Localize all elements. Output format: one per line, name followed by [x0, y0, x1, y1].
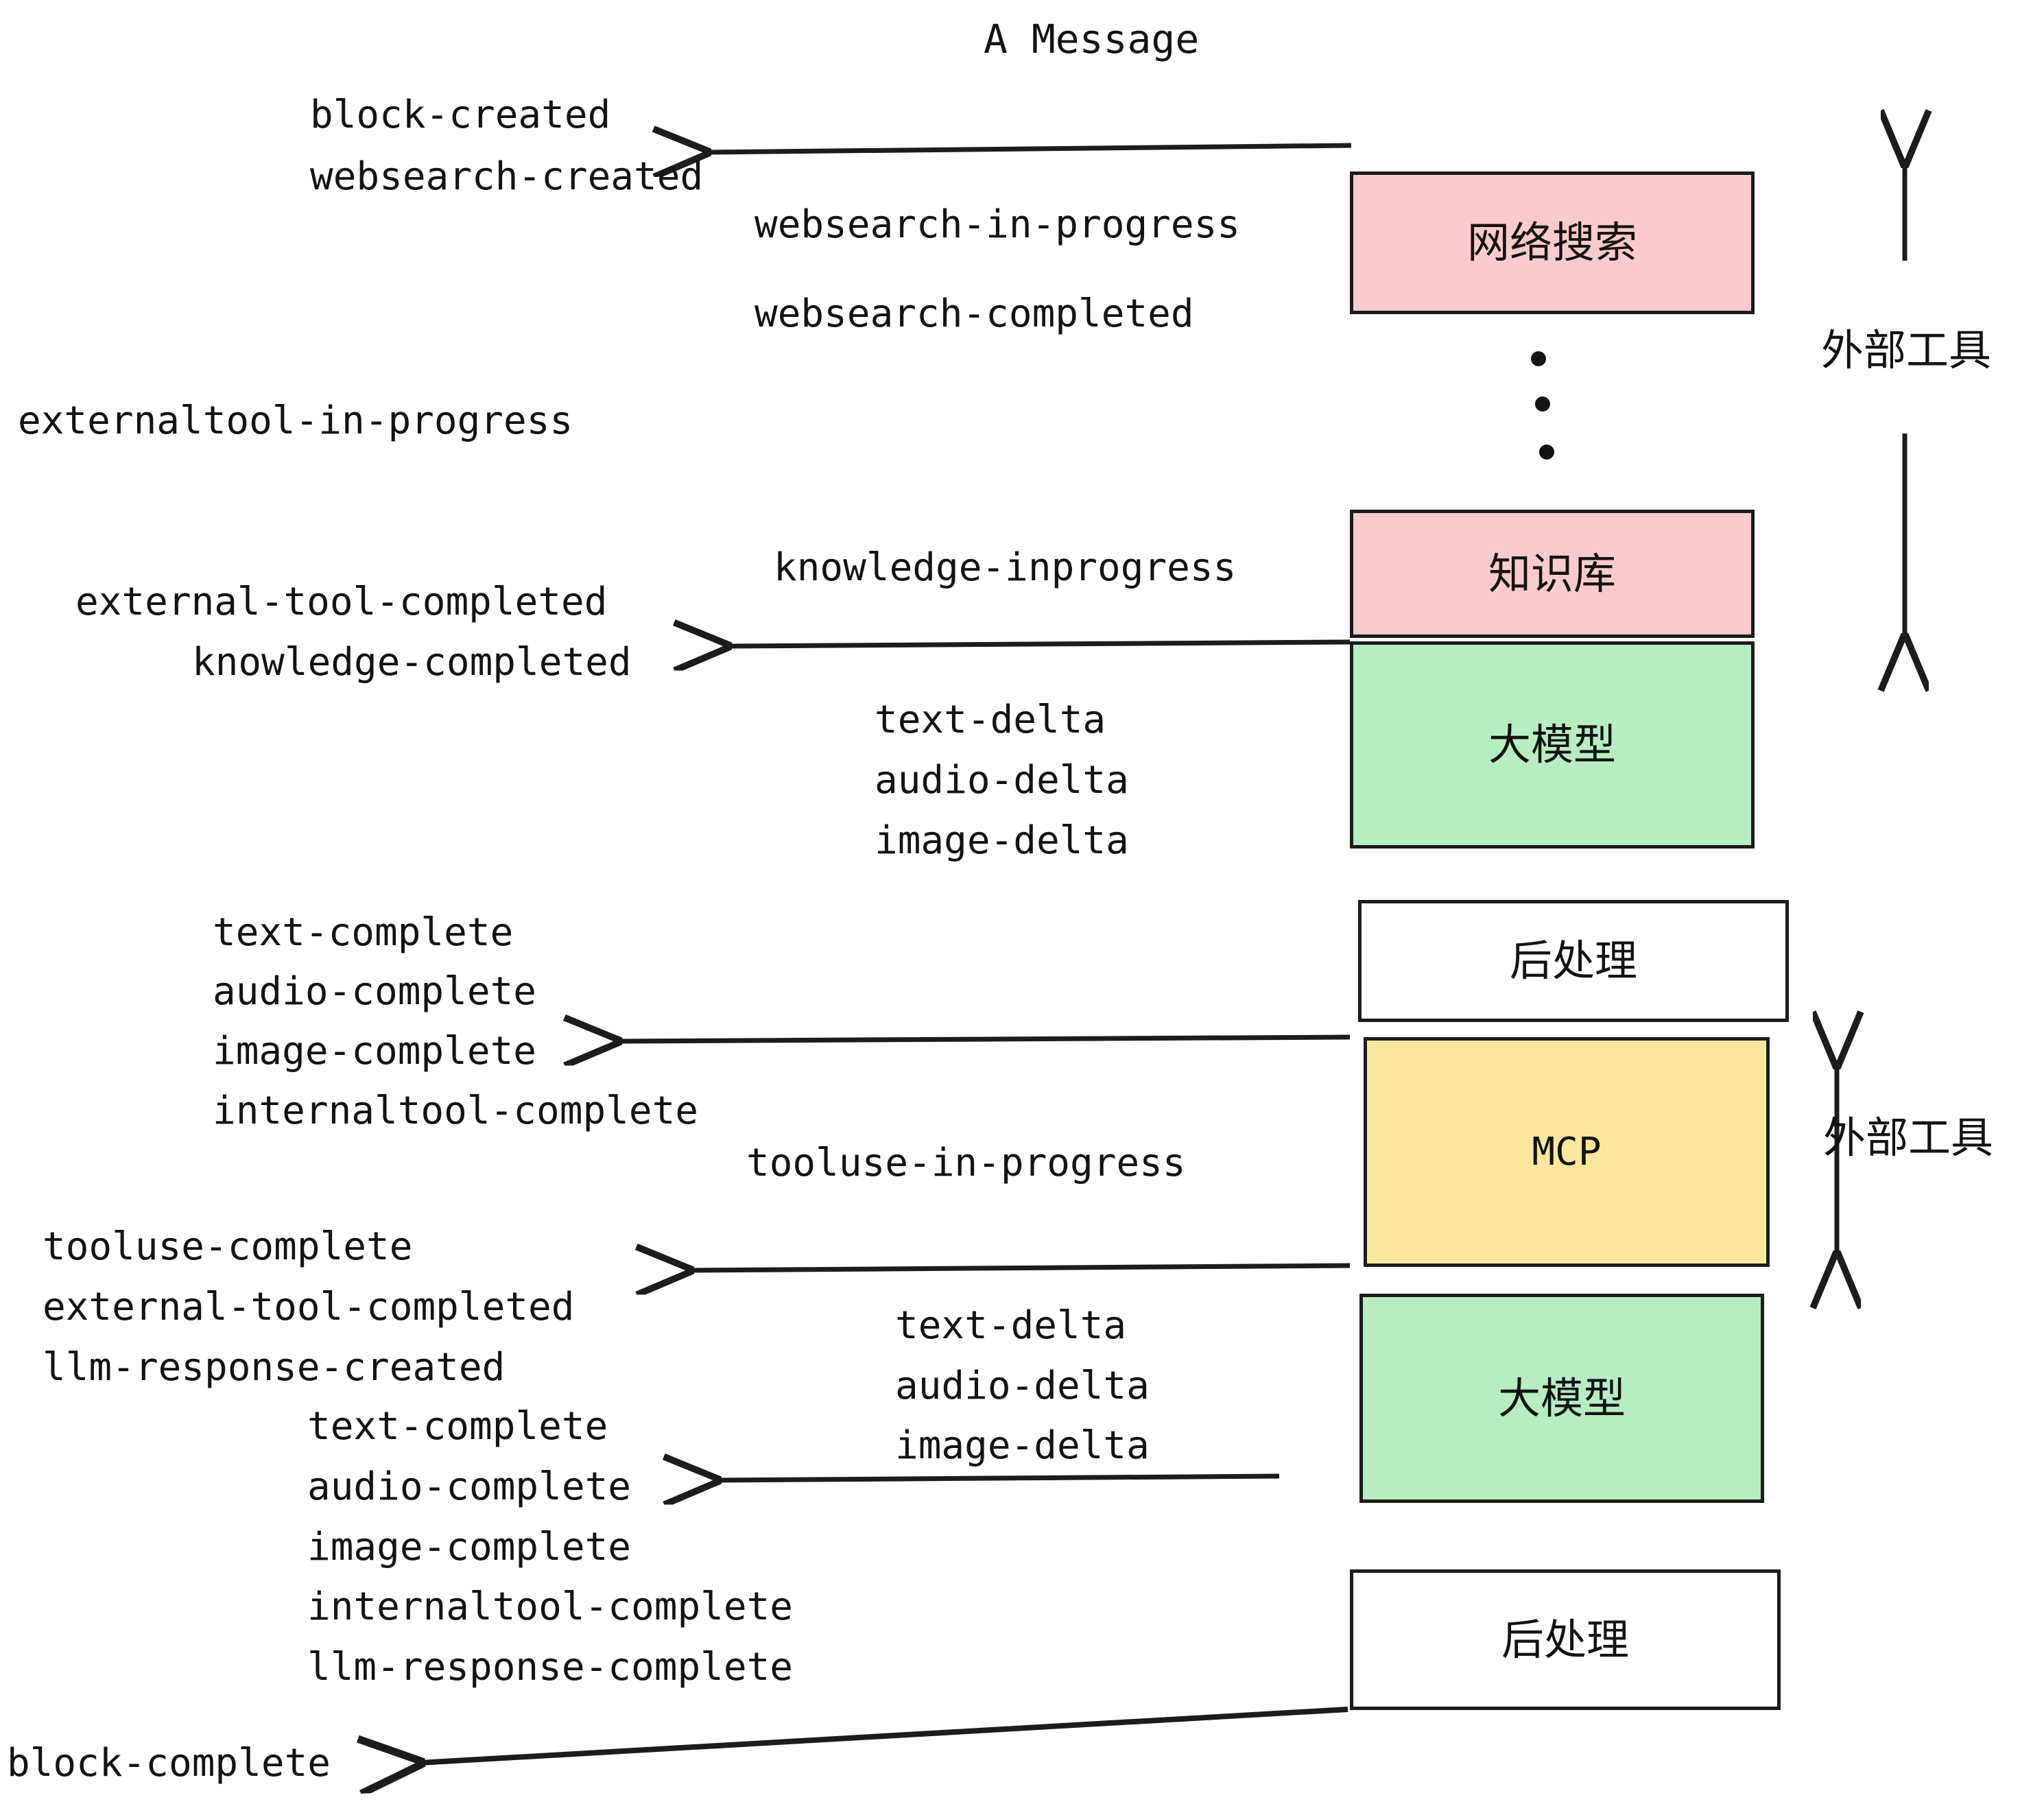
node-postprocess-2-label: 后处理 — [1501, 1614, 1629, 1665]
event-external-tool-completed-1: external-tool-completed — [75, 580, 608, 624]
event-audio-complete-1: audio-complete — [213, 969, 537, 1014]
arrow-mcp-to-tooluse-complete — [689, 1266, 1351, 1270]
event-block-created: block-created — [310, 93, 611, 137]
event-tooluse-in-progress: tooluse-in-progress — [746, 1141, 1186, 1185]
ellipsis-dot-2 — [1535, 396, 1550, 412]
node-llm-1[interactable]: 大模型 — [1350, 641, 1755, 848]
event-image-complete-1: image-complete — [213, 1029, 537, 1073]
event-audio-delta-2: audio-delta — [895, 1364, 1150, 1408]
node-mcp[interactable]: MCP — [1364, 1037, 1770, 1267]
node-postprocess-1[interactable]: 后处理 — [1358, 900, 1789, 1022]
event-llm-response-complete: llm-response-complete — [307, 1645, 794, 1689]
event-internaltool-complete-2: internaltool-complete — [307, 1585, 794, 1629]
ellipsis-dot-3 — [1539, 444, 1554, 460]
event-image-delta-2: image-delta — [895, 1423, 1150, 1468]
arrow-knowledge-to-knowledge-completed — [727, 642, 1351, 646]
event-externaltool-in-progress: externaltool-in-progress — [18, 399, 573, 443]
event-knowledge-inprogress: knowledge-inprogress — [774, 545, 1237, 590]
event-audio-complete-2: audio-complete — [307, 1464, 632, 1509]
event-audio-delta-1: audio-delta — [875, 758, 1129, 803]
event-external-tool-completed-2: external-tool-completed — [43, 1285, 575, 1329]
node-postprocess-2[interactable]: 后处理 — [1350, 1569, 1781, 1710]
group-label-external-tool-top: 外部工具 — [1821, 325, 1992, 375]
arrow-llm1-to-image-complete — [617, 1037, 1351, 1041]
event-text-delta-2: text-delta — [895, 1303, 1127, 1348]
arrow-postprocess2-to-block-complete — [420, 1707, 1348, 1763]
arrow-llm2-to-audio-complete — [717, 1476, 1280, 1480]
event-text-delta-1: text-delta — [875, 698, 1106, 742]
event-websearch-in-progress: websearch-in-progress — [754, 202, 1241, 247]
node-postprocess-1-label: 后处理 — [1509, 936, 1637, 986]
event-block-complete: block-complete — [7, 1741, 331, 1785]
node-websearch[interactable]: 网络搜索 — [1350, 171, 1755, 314]
event-internaltool-complete-1: internaltool-complete — [213, 1089, 699, 1133]
page-title: A Message — [984, 16, 1200, 62]
event-tooluse-complete: tooluse-complete — [43, 1224, 413, 1269]
node-knowledge[interactable]: 知识库 — [1350, 510, 1755, 638]
event-text-complete-2: text-complete — [307, 1404, 608, 1449]
node-websearch-label: 网络搜索 — [1466, 217, 1637, 268]
event-websearch-created: websearch-created — [310, 154, 704, 199]
node-llm-1-label: 大模型 — [1488, 720, 1616, 770]
node-llm-2-label: 大模型 — [1497, 1373, 1626, 1423]
node-llm-2[interactable]: 大模型 — [1359, 1294, 1764, 1503]
arrow-websearch-to-block-created — [706, 145, 1352, 152]
event-text-complete-1: text-complete — [213, 910, 514, 955]
event-websearch-completed: websearch-completed — [754, 292, 1194, 336]
ellipsis-dot-1 — [1531, 351, 1546, 366]
event-image-complete-2: image-complete — [307, 1525, 632, 1569]
event-llm-response-created: llm-response-created — [43, 1345, 506, 1390]
node-knowledge-label: 知识库 — [1488, 548, 1616, 599]
event-knowledge-completed: knowledge-completed — [192, 640, 632, 685]
node-mcp-label: MCP — [1532, 1129, 1602, 1174]
group-label-external-tool-bottom: 外部工具 — [1823, 1113, 1994, 1163]
event-image-delta-1: image-delta — [875, 818, 1129, 863]
